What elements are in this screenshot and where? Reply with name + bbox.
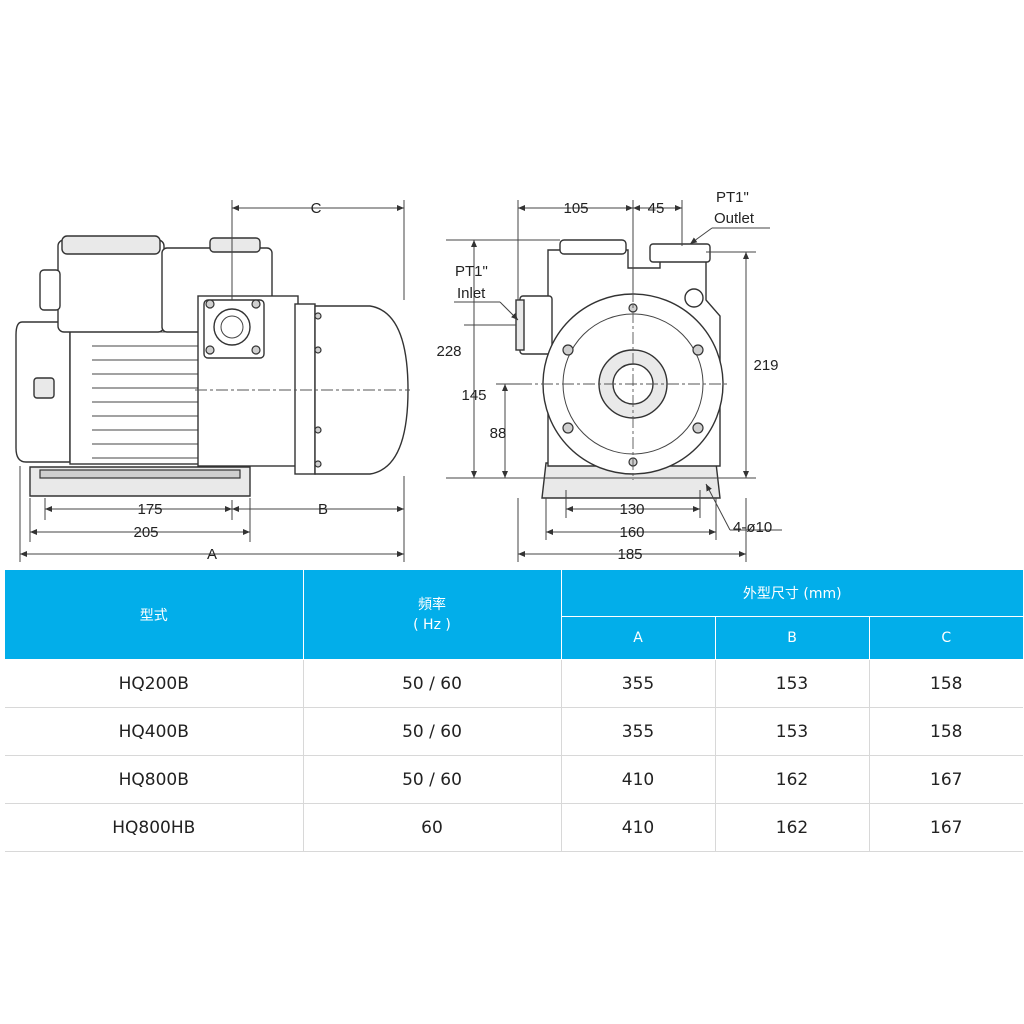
cell-model: HQ800B xyxy=(5,755,304,804)
terminal-box-lid xyxy=(61,235,161,255)
dim-175-label: 175 xyxy=(137,501,162,518)
header-model: 型式 xyxy=(5,570,304,660)
cell-a: 355 xyxy=(561,659,716,708)
dim-c-label: C xyxy=(311,200,322,217)
outlet-label: Outlet xyxy=(714,210,755,227)
inlet-label: Inlet xyxy=(457,285,486,302)
cable-gland xyxy=(39,269,61,311)
controller-cap xyxy=(209,237,261,253)
header-col-b: B xyxy=(715,616,870,660)
table-row: HQ800B 50 / 60 410 162 167 xyxy=(5,755,1023,804)
cell-freq: 60 xyxy=(303,803,562,852)
side-dimensions xyxy=(19,200,405,562)
cell-b: 153 xyxy=(715,707,870,756)
header-frequency-unit: ( Hz ) xyxy=(413,616,451,633)
dim-45-label: 45 xyxy=(648,200,665,217)
cell-c: 158 xyxy=(869,707,1023,756)
cell-model: HQ800HB xyxy=(5,803,304,852)
pump-dimension-drawing: C 175 B 205 A xyxy=(15,189,782,563)
cell-c: 158 xyxy=(869,659,1023,708)
dim-205-label: 205 xyxy=(133,524,158,541)
front-controller-cap xyxy=(559,239,627,255)
side-base-rail xyxy=(39,469,241,479)
header-col-c: C xyxy=(869,616,1023,660)
cell-model: HQ200B xyxy=(5,659,304,708)
motor-body xyxy=(69,317,201,465)
cell-freq: 50 / 60 xyxy=(303,707,562,756)
dim-holes-label: 4-ø10 xyxy=(733,519,772,536)
inlet-size-label: PT1" xyxy=(455,263,488,280)
cell-b: 162 xyxy=(715,803,870,852)
front-dimensions xyxy=(446,200,782,562)
dim-228-label: 228 xyxy=(436,343,461,360)
cell-freq: 50 / 60 xyxy=(303,755,562,804)
dim-160-label: 160 xyxy=(619,524,644,541)
dim-88-label: 88 xyxy=(490,425,507,442)
dim-185-label: 185 xyxy=(617,546,642,563)
table-row: HQ400B 50 / 60 355 153 158 xyxy=(5,707,1023,756)
cell-c: 167 xyxy=(869,803,1023,852)
volute-flange xyxy=(294,303,316,475)
header-size-group: 外型尺寸 (mm) xyxy=(561,570,1023,617)
header-col-a: A xyxy=(561,616,716,660)
dim-130-label: 130 xyxy=(619,501,644,518)
cell-freq: 50 / 60 xyxy=(303,659,562,708)
cell-c: 167 xyxy=(869,755,1023,804)
side-view xyxy=(15,235,410,497)
cell-b: 153 xyxy=(715,659,870,708)
dim-145-label: 145 xyxy=(461,387,486,404)
cell-a: 355 xyxy=(561,707,716,756)
dim-105-label: 105 xyxy=(563,200,588,217)
header-frequency-label: 頻率 xyxy=(418,596,446,613)
cell-a: 410 xyxy=(561,803,716,852)
outlet-size-label: PT1" xyxy=(716,189,749,206)
dim-b-label: B xyxy=(318,501,328,518)
table-row: HQ200B 50 / 60 355 153 158 xyxy=(5,659,1023,708)
header-frequency: 頻率 ( Hz ) xyxy=(303,570,562,660)
dim-219-label: 219 xyxy=(753,357,778,374)
cell-a: 410 xyxy=(561,755,716,804)
inlet-stub-front xyxy=(519,295,553,355)
fan-cover-latch xyxy=(33,377,55,399)
spec-table: 型式 頻率 ( Hz ) 外型尺寸 (mm) A B C HQ200B 50 /… xyxy=(5,570,1023,852)
inlet-port-side xyxy=(213,308,251,346)
cell-b: 162 xyxy=(715,755,870,804)
table-row: HQ800HB 60 410 162 167 xyxy=(5,803,1023,852)
dim-a-label: A xyxy=(207,546,217,563)
outlet-stub-front xyxy=(649,243,711,263)
front-view xyxy=(515,239,730,499)
cell-model: HQ400B xyxy=(5,707,304,756)
inlet-flange-front xyxy=(515,299,525,351)
